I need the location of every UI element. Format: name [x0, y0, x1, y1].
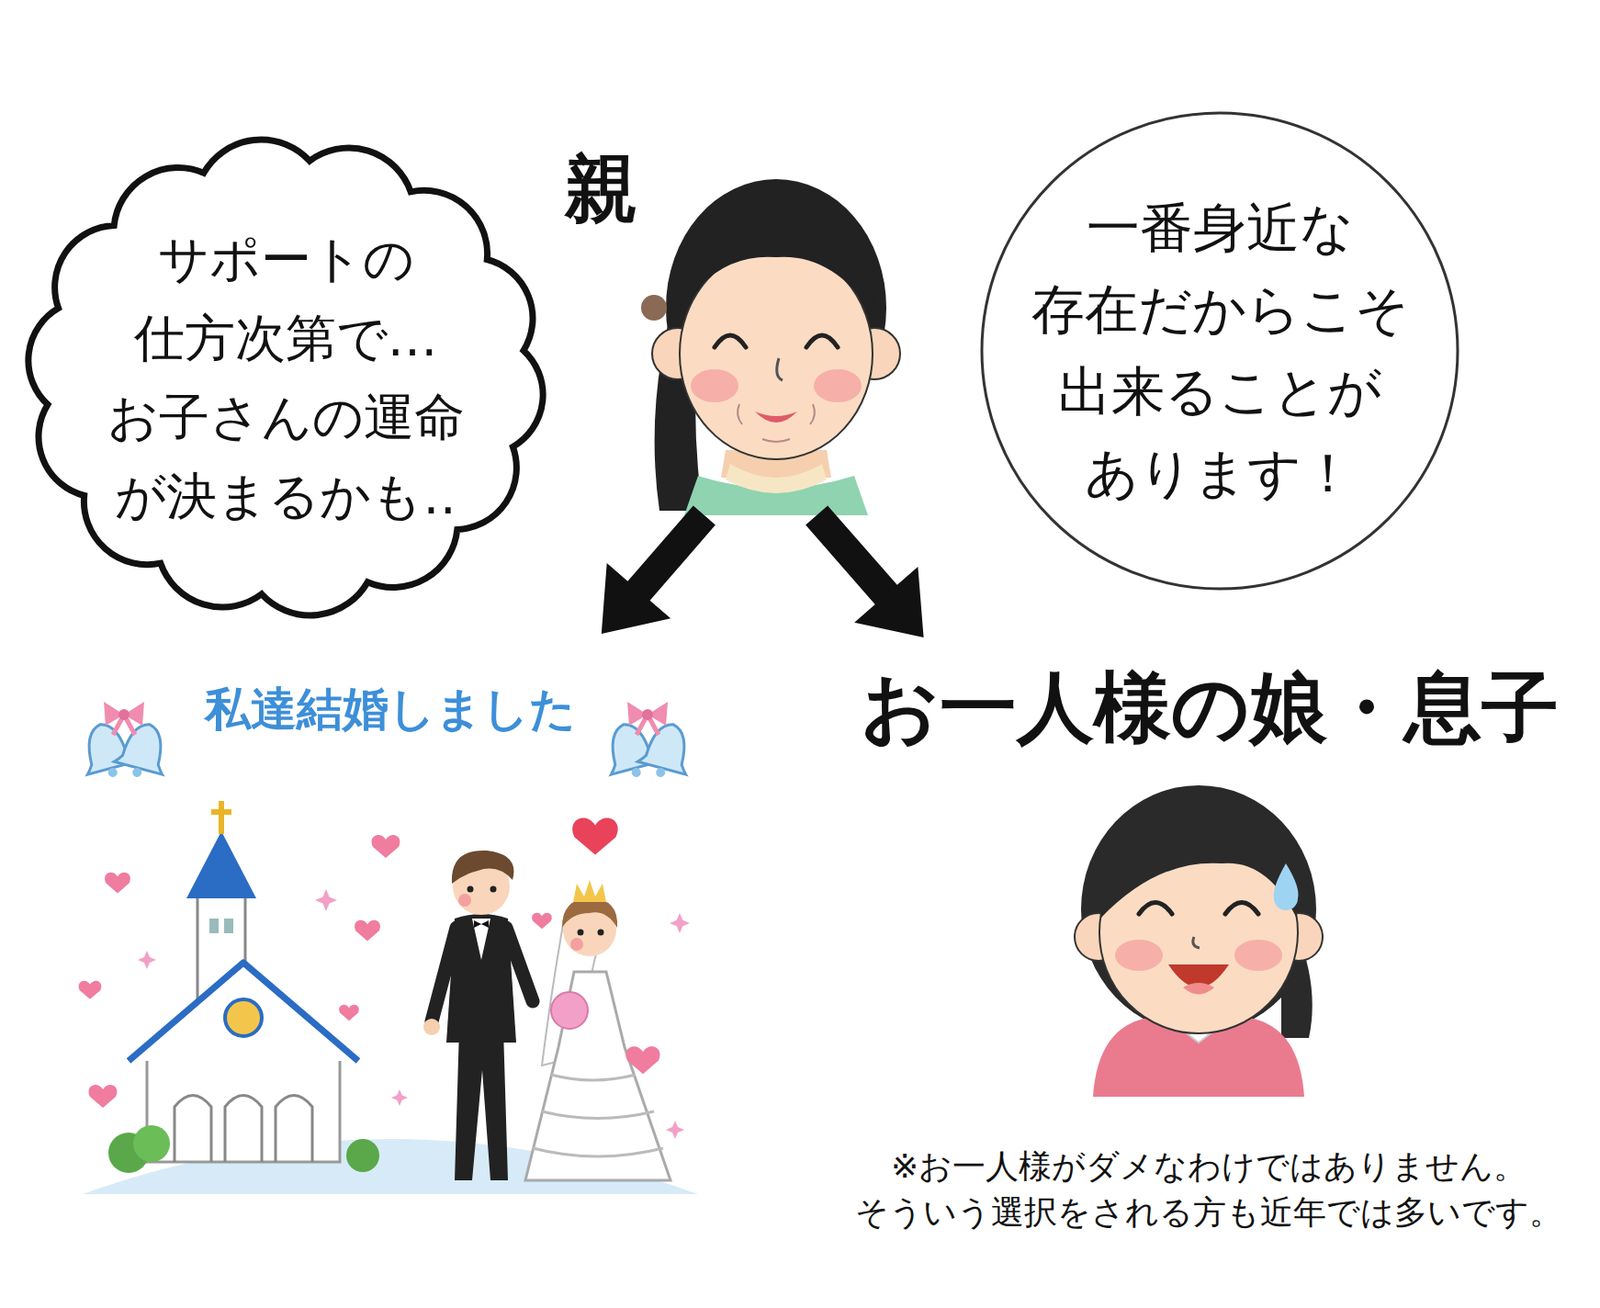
arrow-connector — [805, 506, 924, 639]
parent-figure: 親 — [564, 147, 901, 516]
wedding-scene: 私達結婚しました — [76, 633, 705, 1195]
arrow-connector — [601, 506, 716, 635]
child-heading: お一人様の娘・息子 — [860, 663, 1559, 752]
wedding-illustration — [76, 701, 699, 1195]
cloud-path — [28, 139, 543, 616]
circle-path — [981, 112, 1458, 589]
circle-outline — [979, 110, 1461, 592]
footnote: ※お一人様がダメなわけではありません。 そういう選択をされる方も近年では多いです… — [826, 1143, 1591, 1236]
thought-cloud: サポートの 仕方次第で… お子さんの運命 が決まるかも‥ — [9, 126, 563, 629]
cloud-outline — [9, 126, 563, 629]
child-illustration — [1074, 785, 1323, 1097]
circle-text: 一番身近な 存在だからこそ 出来ることが あります！ — [1031, 187, 1409, 515]
single-child-figure: お一人様の娘・息子 — [846, 637, 1572, 1106]
cloud-text: サポートの 仕方次第で… お子さんの運命 が決まるかも‥ — [107, 219, 465, 536]
parent-label: 親 — [564, 147, 639, 231]
parent-illustration — [641, 179, 901, 516]
message-circle: 一番身近な 存在だからこそ 出来ることが あります！ — [979, 110, 1461, 592]
wedding-banner: 私達結婚しました — [204, 681, 576, 737]
